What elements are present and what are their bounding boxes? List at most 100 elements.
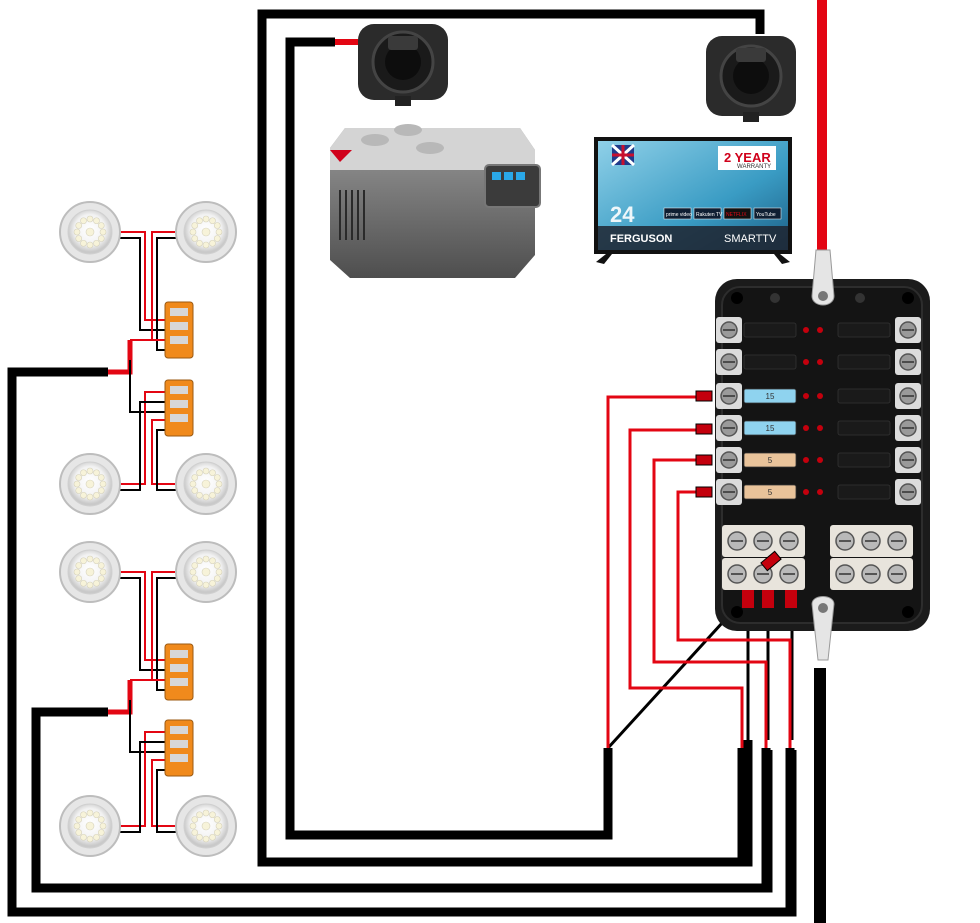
- fuse-led: [817, 457, 823, 463]
- bus-screw: [835, 531, 855, 551]
- fuse-row: 5: [716, 479, 921, 505]
- fuse5-red-wire: [652, 458, 768, 748]
- fuse-row: [716, 349, 921, 375]
- tv-app-label: prime video: [666, 212, 692, 218]
- fuse-led: [803, 457, 809, 463]
- bus-screw: [861, 531, 881, 551]
- bus-screws: [727, 531, 907, 584]
- fuse-rating: 15: [766, 424, 775, 433]
- led-downlight: [175, 453, 237, 515]
- lug-fuse4: [695, 423, 713, 435]
- fuse-row: 15: [716, 383, 921, 409]
- empty-fuse-slot: [837, 420, 891, 436]
- wago-connector: [164, 719, 194, 777]
- led-downlight: [59, 541, 121, 603]
- bus-screw: [753, 531, 773, 551]
- fuse-row: 5: [716, 447, 921, 473]
- empty-fuse-slot: [837, 452, 891, 468]
- bus-screw: [779, 531, 799, 551]
- tv-smart-label: SMARTTV: [724, 233, 777, 245]
- lug-fuse6: [695, 486, 713, 498]
- fuse-led: [803, 425, 809, 431]
- bus-screw: [887, 531, 907, 551]
- vent-grille: [339, 190, 365, 240]
- tv-app-badge: Rakuten TV: [693, 207, 723, 220]
- empty-fuse-slot: [837, 322, 891, 338]
- tv-size-label: 24: [610, 202, 635, 227]
- 12v-socket: [706, 36, 796, 122]
- tv-app-badge: prime video: [663, 207, 692, 220]
- led-downlight: [175, 201, 237, 263]
- warranty-small: WARRANTY: [737, 164, 771, 170]
- lug-fuse5: [695, 454, 713, 466]
- led-downlight: [175, 541, 237, 603]
- fuse-led: [803, 489, 809, 495]
- fuse-led: [817, 425, 823, 431]
- led-downlights: [59, 201, 237, 857]
- compressor-fridge: [330, 124, 541, 278]
- fuse: [743, 452, 797, 468]
- fuse-led: [817, 393, 823, 399]
- 12v-socket: [358, 24, 448, 106]
- fuse-rating: 5: [768, 488, 773, 497]
- lug-fuse3: [695, 390, 713, 402]
- bus-screw: [727, 564, 747, 584]
- fuse: [743, 484, 797, 500]
- fuse-box: 15 15 5 5: [715, 249, 930, 661]
- fuse-rating: 15: [766, 392, 775, 401]
- main-wires: [7, 0, 827, 923]
- lights1-harness: [118, 231, 178, 491]
- fuse-rows: 15 15 5 5: [716, 317, 921, 505]
- fuse-row: 15: [716, 415, 921, 441]
- bus-screw: [779, 564, 799, 584]
- wago-connector: [164, 301, 194, 359]
- bus-screw: [861, 564, 881, 584]
- empty-fuse-slot: [837, 484, 891, 500]
- fuse: [743, 388, 797, 404]
- tv-app-label: YouTube: [756, 212, 776, 218]
- bus-screw: [887, 564, 907, 584]
- negative-input-ring: [811, 596, 835, 661]
- wago-connector: [164, 643, 194, 701]
- bus-screw: [727, 531, 747, 551]
- fuse-led: [817, 489, 823, 495]
- wago-connector: [164, 379, 194, 437]
- lights-group-1: [108, 231, 194, 491]
- empty-fuse-slot: [837, 388, 891, 404]
- fuse: [743, 354, 797, 370]
- socket-link-wire: [440, 9, 765, 34]
- empty-fuse-slot: [837, 354, 891, 370]
- smart-tv: 2 YEAR WARRANTY 24 prime video Rakuten TV…: [594, 137, 792, 264]
- fuse-led: [817, 359, 823, 365]
- lights1-red-feed: [108, 340, 133, 375]
- fuse6-red-wire: [676, 490, 792, 748]
- led-downlight: [175, 795, 237, 857]
- tv-brand: FERGUSON: [610, 233, 672, 245]
- socket1-negative-wire: [257, 9, 753, 867]
- fuse: [743, 420, 797, 436]
- led-downlight: [59, 453, 121, 515]
- bus-red-lug: [760, 550, 782, 572]
- led-downlight: [59, 795, 121, 857]
- bus-screw: [835, 564, 855, 584]
- tv-app-label: Rakuten TV: [696, 212, 723, 218]
- tv-app-badge: NETFLIX: [723, 207, 752, 220]
- fuse-led: [803, 359, 809, 365]
- positive-input-ring: [811, 249, 835, 306]
- warranty-big: 2 YEAR: [724, 150, 771, 165]
- fuse3-red-wire: [606, 395, 700, 748]
- fuse-led: [803, 393, 809, 399]
- led-downlight: [59, 201, 121, 263]
- fuse: [743, 322, 797, 338]
- fuse-led: [817, 327, 823, 333]
- lights-group-2: [108, 571, 194, 833]
- fuse4-red-wire: [628, 428, 744, 748]
- tv-app-badge: YouTube: [753, 207, 782, 220]
- lights2-harness: [118, 571, 178, 833]
- fuse-row: [716, 317, 921, 343]
- fuse-rating: 5: [768, 456, 773, 465]
- fuse-led: [803, 327, 809, 333]
- lights2-red-feed: [108, 680, 133, 715]
